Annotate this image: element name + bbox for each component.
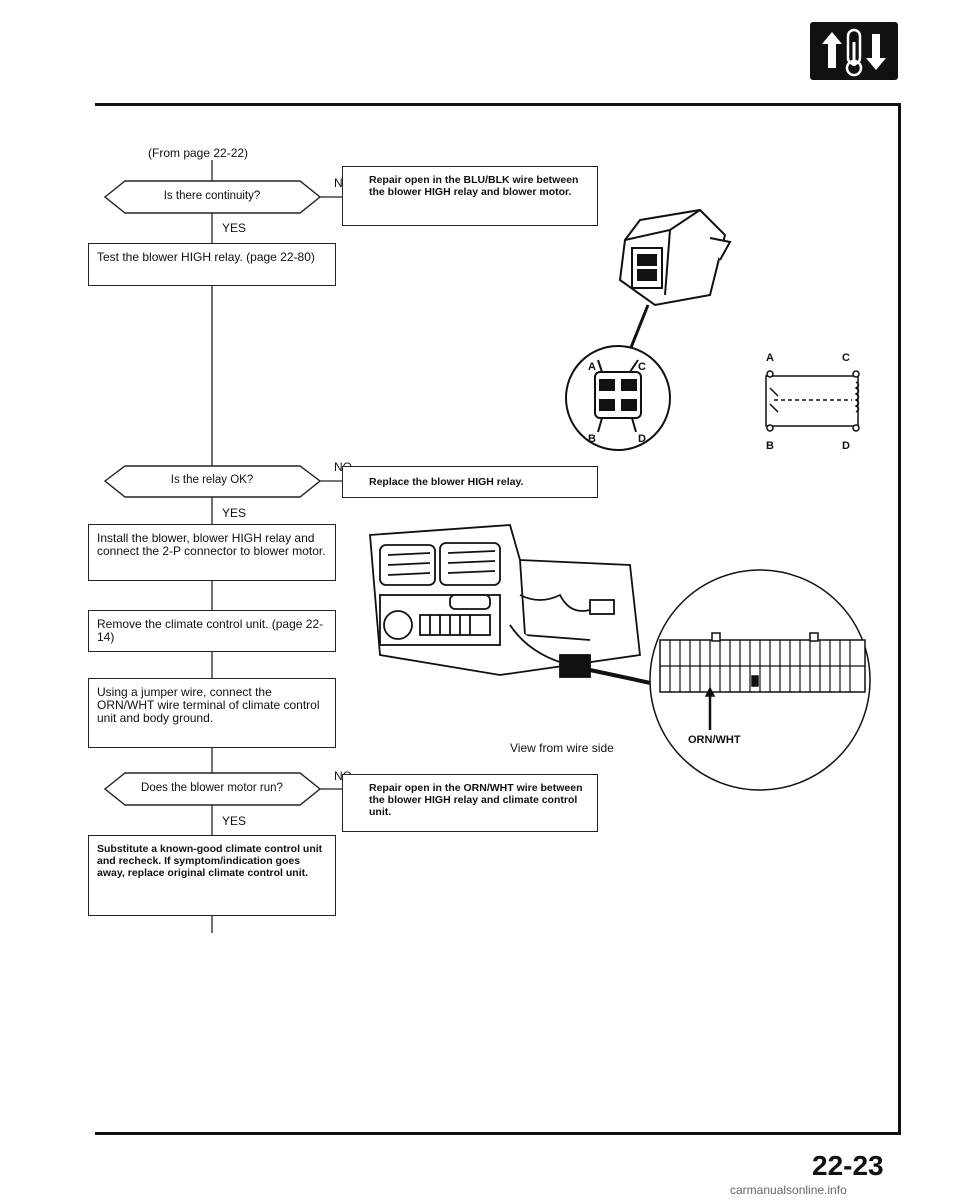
- remove-climate-unit-box: Remove the climate control unit. (page 2…: [88, 610, 336, 652]
- decision-blower-run: Does the blower motor run?: [141, 782, 283, 794]
- schematic-pin-a-label: A: [766, 352, 774, 364]
- right-frame-rule: [898, 103, 901, 1135]
- yes-label-1: YES: [222, 221, 247, 235]
- header-rule: [95, 103, 901, 106]
- repair-orn-wht-box: Repair open in the ORN/WHT wire between …: [342, 774, 598, 832]
- page-number: 22-23: [812, 1150, 884, 1181]
- relay-pin-d-label: D: [638, 433, 646, 445]
- footer-rule: [95, 1132, 901, 1135]
- orn-wht-wire-label: ORN/WHT: [688, 734, 741, 746]
- footer-watermark: carmanualsonline.info: [730, 1183, 847, 1197]
- schematic-pin-c-label: C: [842, 352, 850, 364]
- schematic-pin-b-label: B: [766, 440, 774, 452]
- replace-relay-box: Replace the blower HIGH relay.: [342, 466, 598, 498]
- relay-schematic: [765, 370, 860, 432]
- jumper-wire-box: Using a jumper wire, connect the ORN/WHT…: [88, 678, 336, 748]
- install-blower-box: Install the blower, blower HIGH relay an…: [88, 524, 336, 581]
- relay-pin-b-label: B: [588, 433, 596, 445]
- section-thermometer-icon: [810, 22, 898, 80]
- yes-label-3: YES: [222, 814, 247, 828]
- relay-pin-c-label: C: [638, 361, 646, 373]
- from-page-label: (From page 22-22): [148, 146, 249, 160]
- schematic-pin-d-label: D: [842, 440, 850, 452]
- substitute-unit-box: Substitute a known-good climate control …: [88, 835, 336, 916]
- repair-blu-blk-box: Repair open in the BLU/BLK wire between …: [342, 166, 598, 226]
- view-from-wire-side-label: View from wire side: [510, 741, 614, 755]
- yes-label-2: YES: [222, 506, 247, 520]
- relay-pin-a-label: A: [588, 361, 596, 373]
- test-relay-box: Test the blower HIGH relay. (page 22-80): [88, 243, 336, 286]
- relay-illustration: [565, 208, 732, 451]
- decision-relay-ok: Is the relay OK?: [170, 474, 254, 486]
- decision-continuity: Is there continuity?: [163, 190, 261, 202]
- dashboard-illustration: [369, 524, 660, 687]
- connector-closeup: [649, 569, 871, 791]
